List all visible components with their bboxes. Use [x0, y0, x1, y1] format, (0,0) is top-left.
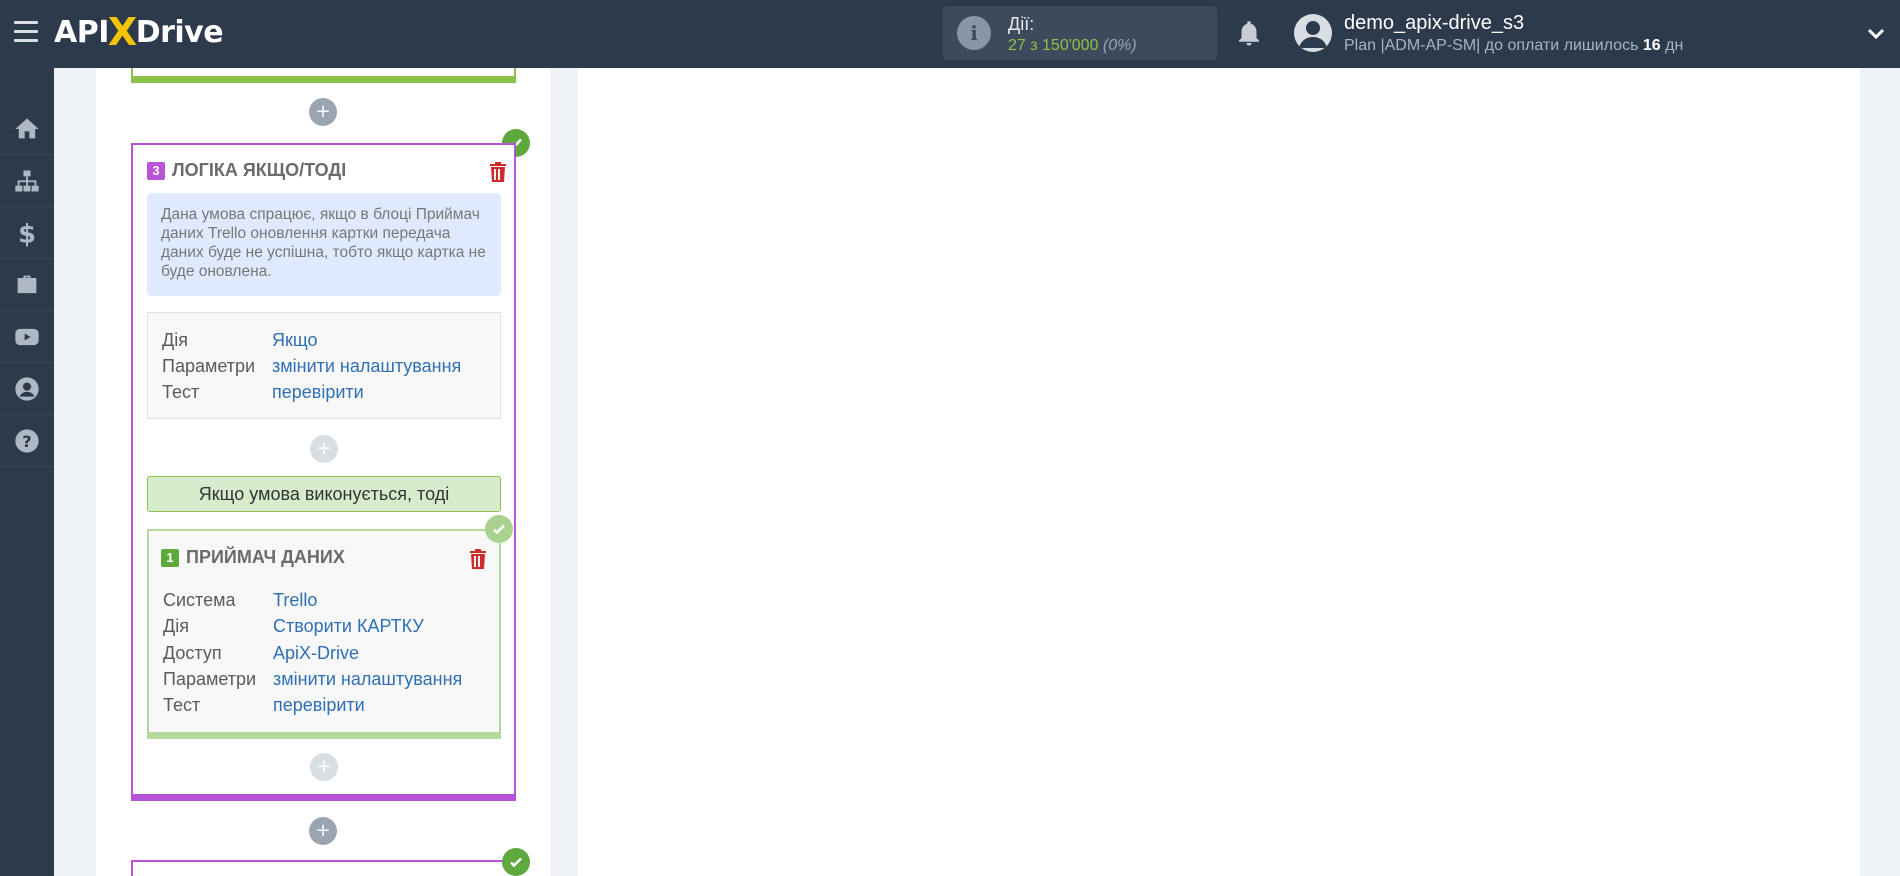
- logic-block-title: 3 ЛОГІКА ЯКЩО/ТОДІ: [147, 160, 346, 181]
- sidebar-item-services[interactable]: [0, 259, 54, 311]
- chevron-down-icon[interactable]: [1864, 22, 1888, 46]
- svg-text:$: $: [18, 219, 36, 247]
- sidebar-item-videos[interactable]: [0, 311, 54, 363]
- sitemap-icon: [15, 170, 39, 191]
- sidebar-item-home[interactable]: [0, 103, 54, 155]
- block-number-badge: 3: [147, 161, 165, 180]
- sidebar-item-account[interactable]: [0, 363, 54, 415]
- avatar[interactable]: [1294, 14, 1332, 52]
- actions-label: Дії:: [1008, 14, 1035, 34]
- change-settings-link[interactable]: змінити налаштування: [272, 356, 462, 376]
- param-row: Тест перевірити: [163, 695, 365, 716]
- next-block[interactable]: [131, 860, 516, 876]
- trash-icon[interactable]: [469, 549, 487, 569]
- youtube-icon: [15, 328, 39, 345]
- previous-block[interactable]: [131, 68, 516, 83]
- sidebar: $ ?: [0, 68, 54, 876]
- param-row: Параметри змінити налаштування: [163, 669, 462, 690]
- user-circle-icon: [15, 376, 39, 401]
- menu-icon[interactable]: [14, 21, 38, 43]
- logo-text-right: Drive: [135, 14, 224, 50]
- logic-block-title-text: ЛОГІКА ЯКЩО/ТОДІ: [172, 160, 347, 180]
- action-link[interactable]: Якщо: [272, 330, 318, 350]
- add-block-button[interactable]: +: [310, 435, 338, 463]
- system-link[interactable]: Trello: [273, 590, 318, 610]
- sidebar-item-billing[interactable]: $: [0, 207, 54, 259]
- param-key: Тест: [162, 382, 200, 402]
- test-link[interactable]: перевірити: [272, 382, 364, 402]
- sidebar-item-help[interactable]: ?: [0, 415, 54, 467]
- param-key: Система: [163, 590, 236, 610]
- user-name[interactable]: demo_apix-drive_s3: [1344, 12, 1525, 34]
- settings-panel: [578, 68, 1860, 876]
- data-receiver-block[interactable]: 1 ПРИЙМАЧ ДАНИХ Система Trello Дія Створит…: [147, 529, 501, 739]
- add-block-button[interactable]: +: [310, 753, 338, 781]
- param-key: Параметри: [162, 356, 256, 376]
- question-icon: ?: [15, 428, 39, 453]
- check-icon: [502, 848, 530, 876]
- param-row: Параметри змінити налаштування: [162, 356, 461, 377]
- trash-icon[interactable]: [489, 162, 507, 182]
- param-row: Дія Створити КАРТКУ: [163, 616, 424, 637]
- param-key: Дія: [162, 330, 188, 350]
- param-key: Параметри: [163, 669, 257, 689]
- logic-if-then-block: 3 ЛОГІКА ЯКЩО/ТОДІ Дана умова спрацює, я…: [131, 143, 516, 801]
- dollar-icon: $: [18, 219, 36, 247]
- receiver-block-title: 1 ПРИЙМАЧ ДАНИХ: [161, 547, 345, 568]
- actions-counter[interactable]: i Дії: 27 з 150'000 (0%): [943, 6, 1217, 60]
- plan-info: Plan |ADM-AP-SM| до оплати лишилось 16 д…: [1344, 37, 1684, 54]
- check-icon: [485, 515, 513, 543]
- actions-count: 27 з 150'000 (0%): [1008, 37, 1137, 54]
- param-row: Дія Якщо: [162, 330, 318, 351]
- change-settings-link[interactable]: змінити налаштування: [273, 669, 463, 689]
- sidebar-item-connections[interactable]: [0, 155, 54, 207]
- svg-text:?: ?: [22, 431, 31, 450]
- param-row: Доступ ApiX-Drive: [163, 643, 359, 664]
- briefcase-icon: [17, 275, 37, 293]
- test-link[interactable]: перевірити: [273, 695, 365, 715]
- param-key: Тест: [163, 695, 201, 715]
- info-icon: i: [957, 16, 991, 50]
- add-block-button[interactable]: +: [309, 98, 337, 126]
- logo-text-x: X: [107, 10, 137, 54]
- home-icon: [15, 118, 39, 138]
- logic-note: Дана умова спрацює, якщо в блоці Приймач…: [147, 193, 501, 296]
- bell-icon[interactable]: [1234, 18, 1264, 48]
- receiver-block-title-text: ПРИЙМАЧ ДАНИХ: [186, 547, 345, 567]
- param-row: Тест перевірити: [162, 382, 364, 403]
- access-link[interactable]: ApiX-Drive: [273, 643, 360, 663]
- param-key: Дія: [163, 616, 189, 636]
- condition-label: Якщо умова виконується, тоді: [147, 476, 501, 512]
- logo-text-left: API: [54, 14, 109, 50]
- action-link[interactable]: Створити КАРТКУ: [273, 616, 424, 636]
- add-block-button[interactable]: +: [309, 817, 337, 845]
- block-number-badge: 1: [161, 548, 179, 567]
- param-row: Система Trello: [163, 590, 317, 611]
- logic-params: Дія Якщо Параметри змінити налаштування Те…: [147, 312, 501, 419]
- param-key: Доступ: [163, 643, 222, 663]
